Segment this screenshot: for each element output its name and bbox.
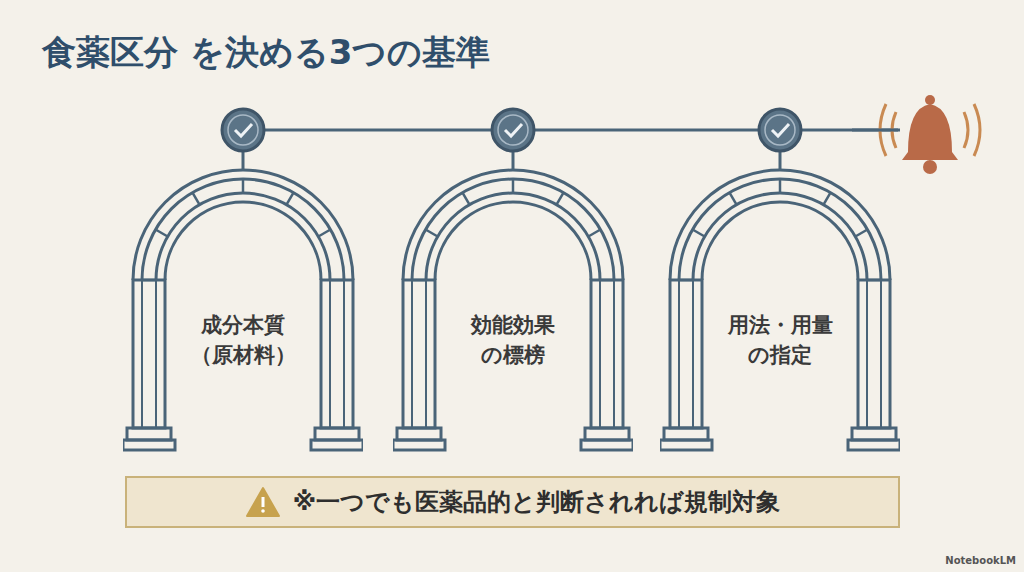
check-circle: [222, 109, 264, 151]
watermark: NotebookLM: [945, 555, 1016, 566]
pillar: [133, 280, 165, 428]
arch-node: 効能効果 の標榜: [393, 105, 633, 455]
arch-spoke: [779, 179, 782, 193]
pillar-groove: [343, 280, 345, 428]
arch-spoke: [588, 230, 600, 237]
warning-banner: ※一つでも医薬品的と判断されれば規制対象: [125, 476, 900, 528]
arch-shape: [123, 105, 363, 455]
arch-node: 用法・用量 の指定: [660, 105, 900, 455]
arch-ring: [165, 202, 321, 280]
pillar-groove: [155, 280, 157, 428]
pillar-groove: [613, 280, 615, 428]
warning-dot: [261, 509, 265, 513]
arch-ring: [403, 170, 623, 280]
check-mark: [505, 124, 522, 136]
pillar-groove: [692, 280, 694, 428]
diagram-title: 食薬区分 を決める3つの基準: [42, 30, 491, 76]
arch-label: 効能効果 の標榜: [438, 310, 588, 371]
arch-spoke: [242, 179, 245, 193]
arch-spoke: [824, 193, 831, 205]
pillar-groove: [425, 280, 427, 428]
pillar-groove: [141, 280, 143, 428]
pillar-groove: [599, 280, 601, 428]
pillar-base: [123, 440, 175, 450]
arch-ring: [156, 193, 330, 280]
stem-line: [512, 152, 515, 171]
pillar-base: [848, 440, 900, 450]
arch-spoke: [730, 193, 737, 205]
pillar-groove: [678, 280, 680, 428]
arch-ring: [693, 193, 867, 280]
arch-spoke: [693, 230, 705, 237]
arch-spoke: [463, 193, 470, 205]
check-mark: [235, 124, 252, 136]
pillar-base: [852, 428, 896, 440]
pillar-base: [397, 428, 441, 440]
arch-ring: [702, 202, 858, 280]
pillar: [403, 280, 435, 428]
pillar-base: [311, 440, 363, 450]
pillar-groove: [329, 280, 331, 428]
connector-line: [363, 129, 393, 132]
check-circle: [492, 109, 534, 151]
arch-node: 成分本質 （原材料）: [123, 105, 363, 455]
check-ring: [498, 115, 528, 145]
pillar-groove: [411, 280, 413, 428]
pillar: [321, 280, 353, 428]
arch-spoke: [557, 193, 564, 205]
arch-ring: [435, 202, 591, 280]
arch-label: 用法・用量 の指定: [705, 310, 855, 371]
banner-label: ※一つでも医薬品的と判断されれば規制対象: [293, 486, 780, 518]
arch-ring: [670, 170, 890, 280]
check-circle: [759, 109, 801, 151]
pillar-base: [660, 440, 712, 450]
arch-spoke: [318, 230, 330, 237]
pillar-base: [393, 440, 445, 450]
connector-line: [633, 129, 660, 132]
arch-spoke: [512, 179, 515, 193]
check-mark: [772, 124, 789, 136]
arch-shape: [660, 105, 900, 455]
warning-bar: [261, 497, 264, 507]
stem-line: [242, 152, 245, 171]
arch-spoke: [426, 230, 438, 237]
pillar-base: [585, 428, 629, 440]
stem-line: [779, 152, 782, 171]
arch-ring: [426, 193, 600, 280]
timeline-connector: [363, 130, 393, 131]
arch-ring: [412, 179, 614, 280]
arch-spoke: [855, 230, 867, 237]
bell-icon: [880, 95, 980, 174]
pillar-groove: [866, 280, 868, 428]
arch-shape: [393, 105, 633, 455]
pillar: [670, 280, 702, 428]
pillar-base: [315, 428, 359, 440]
pillar-base: [581, 440, 633, 450]
arch-ring: [679, 179, 881, 280]
pillar-base: [664, 428, 708, 440]
timeline-connector: [633, 130, 660, 131]
pillar-groove: [880, 280, 882, 428]
check-ring: [228, 115, 258, 145]
arch-spoke: [193, 193, 200, 205]
warning-triangle: [247, 488, 279, 516]
pillar-base: [127, 428, 171, 440]
arch-spoke: [287, 193, 294, 205]
arch-spoke: [156, 230, 168, 237]
arch-ring: [142, 179, 344, 280]
arch-label: 成分本質 （原材料）: [168, 310, 318, 371]
pillar: [858, 280, 890, 428]
arch-ring: [133, 170, 353, 280]
check-ring: [765, 115, 795, 145]
pillar: [591, 280, 623, 428]
warning-icon: [245, 486, 281, 518]
